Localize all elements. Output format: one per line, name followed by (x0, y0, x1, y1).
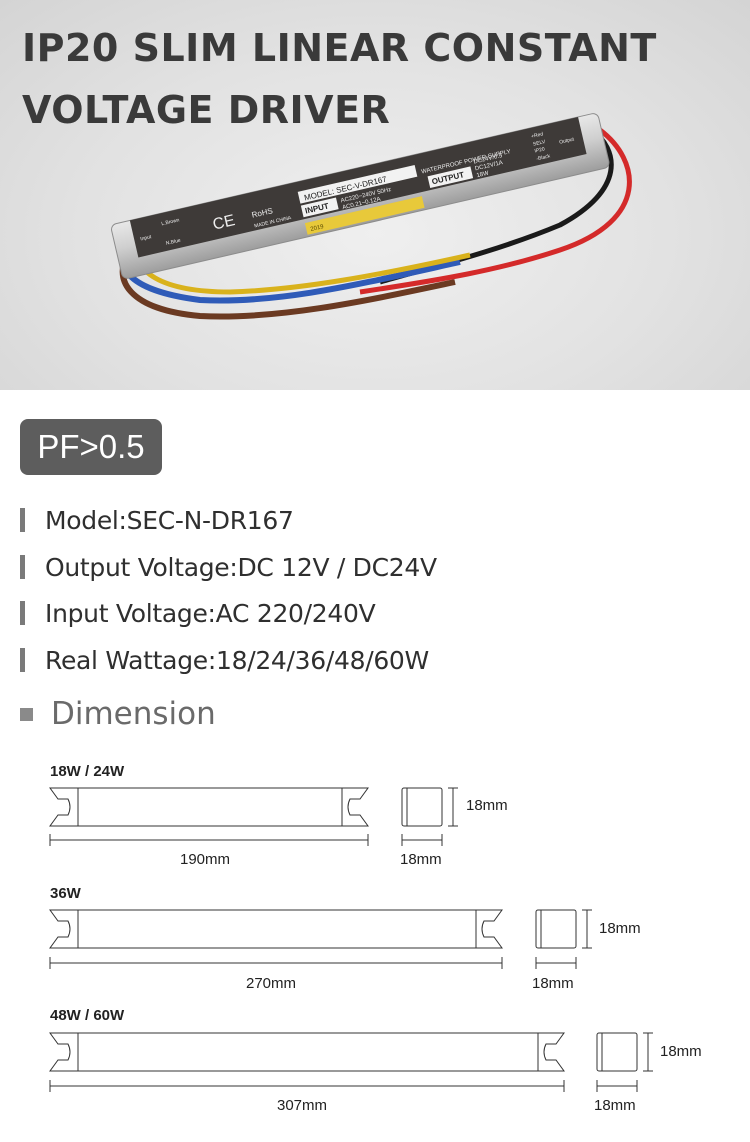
label-ip20: IP20 (534, 146, 546, 154)
label-n-blue: N.Blue (165, 238, 181, 247)
drawing-watt-label: 36W (50, 885, 81, 902)
spec-text: Real Wattage:18/24/36/48/60W (45, 645, 429, 675)
width-label: 18mm (594, 1097, 636, 1114)
spec-text: Model:SEC-N-DR167 (45, 505, 294, 535)
drawing-48w-60w: 48W / 60W 307mm 18mm 18mm (0, 1005, 750, 1120)
square-bullet-icon (20, 707, 33, 721)
label-selv: SELV (532, 139, 546, 148)
spec-text: Input Voltage:AC 220/240V (45, 598, 376, 628)
length-label: 307mm (277, 1097, 328, 1114)
height-label: 18mm (660, 1043, 702, 1060)
drawing-outline (49, 1032, 653, 1092)
drawing-36w: 36W 270mm 18mm 18mm (0, 885, 750, 995)
drawing-watt-label: 48W / 60W (50, 1007, 125, 1024)
label-black: -Black (536, 153, 551, 162)
hero-banner: MODEL: SEC-V-DR167 WATERPROOF POWER SUPP… (0, 0, 750, 390)
label-input-side: Input (140, 234, 153, 242)
dimension-heading: Dimension (20, 695, 216, 733)
drawing-outline (49, 909, 592, 969)
spec-bullet (20, 555, 25, 579)
width-label: 18mm (532, 975, 574, 992)
spec-real-wattage: Real Wattage:18/24/36/48/60W (20, 645, 429, 675)
wire-brown (119, 248, 456, 320)
label-output-w: 18W (476, 170, 490, 179)
label-year: 2019 (310, 224, 325, 233)
spec-model: Model:SEC-N-DR167 (20, 505, 294, 535)
length-label: 190mm (180, 851, 231, 868)
hero-title-line-2: VOLTAGE DRIVER (22, 88, 391, 132)
drawing-outline (49, 787, 458, 846)
height-label: 18mm (466, 797, 508, 814)
width-label: 18mm (400, 851, 442, 868)
wire-red (359, 128, 632, 295)
spec-bullet (20, 648, 25, 672)
spec-output-voltage: Output Voltage:DC 12V / DC24V (20, 552, 437, 582)
spec-text: Output Voltage:DC 12V / DC24V (45, 552, 437, 582)
spec-input-voltage: Input Voltage:AC 220/240V (20, 598, 376, 628)
label-l-brown: L.Brown (161, 217, 180, 227)
dimension-title: Dimension (51, 696, 216, 732)
drawing-18w-24w: 18W / 24W 190mm 18mm 18mm (0, 760, 750, 870)
length-label: 270mm (246, 975, 297, 992)
pf-badge: PF>0.5 (20, 419, 162, 475)
label-red: +Red (531, 131, 544, 140)
spec-bullet (20, 601, 25, 625)
label-output-side: Output (559, 136, 576, 145)
hero-title-line-1: IP20 SLIM LINEAR CONSTANT (22, 26, 657, 70)
drawing-watt-label: 18W / 24W (50, 763, 125, 780)
height-label: 18mm (599, 920, 641, 937)
product-photo: MODEL: SEC-V-DR167 WATERPROOF POWER SUPP… (111, 113, 632, 320)
spec-bullet (20, 508, 25, 532)
ce-mark: CE (211, 212, 236, 234)
